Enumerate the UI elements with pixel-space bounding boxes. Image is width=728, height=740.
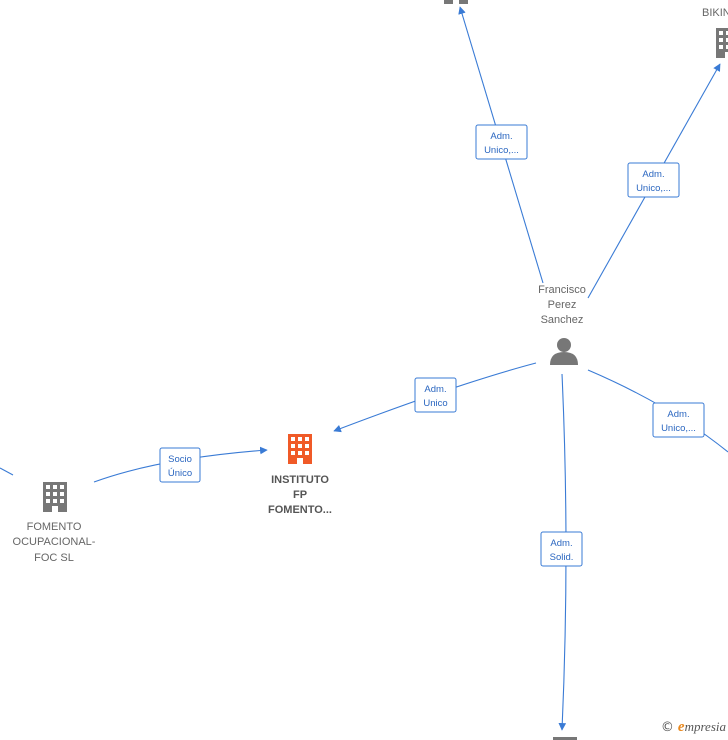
building-icon[interactable] — [444, 0, 468, 4]
svg-text:Adm.: Adm. — [550, 538, 572, 549]
svg-text:Unico,...: Unico,... — [636, 183, 671, 194]
building-icon — [43, 482, 67, 512]
svg-text:FOC SL: FOC SL — [34, 552, 74, 564]
edge-label-to-top-right[interactable]: Adm. Unico,... — [627, 162, 680, 198]
svg-text:Adm.: Adm. — [424, 384, 446, 395]
edge-label-to-top[interactable]: Adm. Unico,... — [475, 124, 528, 160]
svg-text:FOMENTO...: FOMENTO... — [268, 504, 332, 516]
brand-logo: empresia — [677, 719, 726, 735]
svg-text:FP: FP — [293, 489, 307, 501]
svg-text:Adm.: Adm. — [490, 131, 512, 142]
edge-label-fomento-instituto[interactable]: Socio Único — [159, 447, 201, 483]
edge-offscreen-to-fomento — [0, 467, 14, 476]
node-fomento-ocupacional-foc[interactable]: FOMENTO OCUPACIONAL- FOC SL — [13, 482, 96, 564]
svg-text:INSTITUTO: INSTITUTO — [271, 474, 329, 486]
svg-text:Unico,...: Unico,... — [661, 423, 696, 434]
person-icon — [550, 338, 578, 365]
copyright-symbol: © — [660, 720, 674, 735]
edge-label-to-bottom[interactable]: Adm. Solid. — [540, 531, 583, 567]
svg-text:Solid.: Solid. — [550, 552, 574, 563]
building-icon — [716, 28, 728, 58]
svg-text:Socio: Socio — [168, 454, 192, 465]
svg-text:Unico: Unico — [423, 398, 447, 409]
svg-text:Adm.: Adm. — [642, 169, 664, 180]
node-top-right[interactable]: BIKIN — [702, 7, 728, 58]
node-instituto-fp-fomento[interactable]: INSTITUTO FP FOMENTO... — [268, 434, 332, 516]
node-person-francisco-perez-sanchez[interactable]: Francisco Perez Sanchez — [538, 284, 586, 365]
edge-label-to-right[interactable]: Adm. Unico,... — [652, 402, 705, 438]
svg-text:Unico,...: Unico,... — [484, 145, 519, 156]
svg-text:Perez: Perez — [548, 299, 577, 311]
footer-brand: © empresia — [661, 719, 726, 736]
svg-text:Francisco: Francisco — [538, 284, 586, 296]
svg-text:FOMENTO: FOMENTO — [27, 521, 82, 533]
edge-label-to-instituto[interactable]: Adm. Unico — [414, 377, 457, 413]
svg-text:Sanchez: Sanchez — [541, 314, 584, 326]
svg-text:OCUPACIONAL-: OCUPACIONAL- — [13, 536, 96, 548]
svg-text:BIKIN: BIKIN — [702, 7, 728, 19]
svg-text:Único: Único — [168, 468, 192, 479]
svg-text:Adm.: Adm. — [667, 409, 689, 420]
building-icon — [288, 434, 312, 464]
